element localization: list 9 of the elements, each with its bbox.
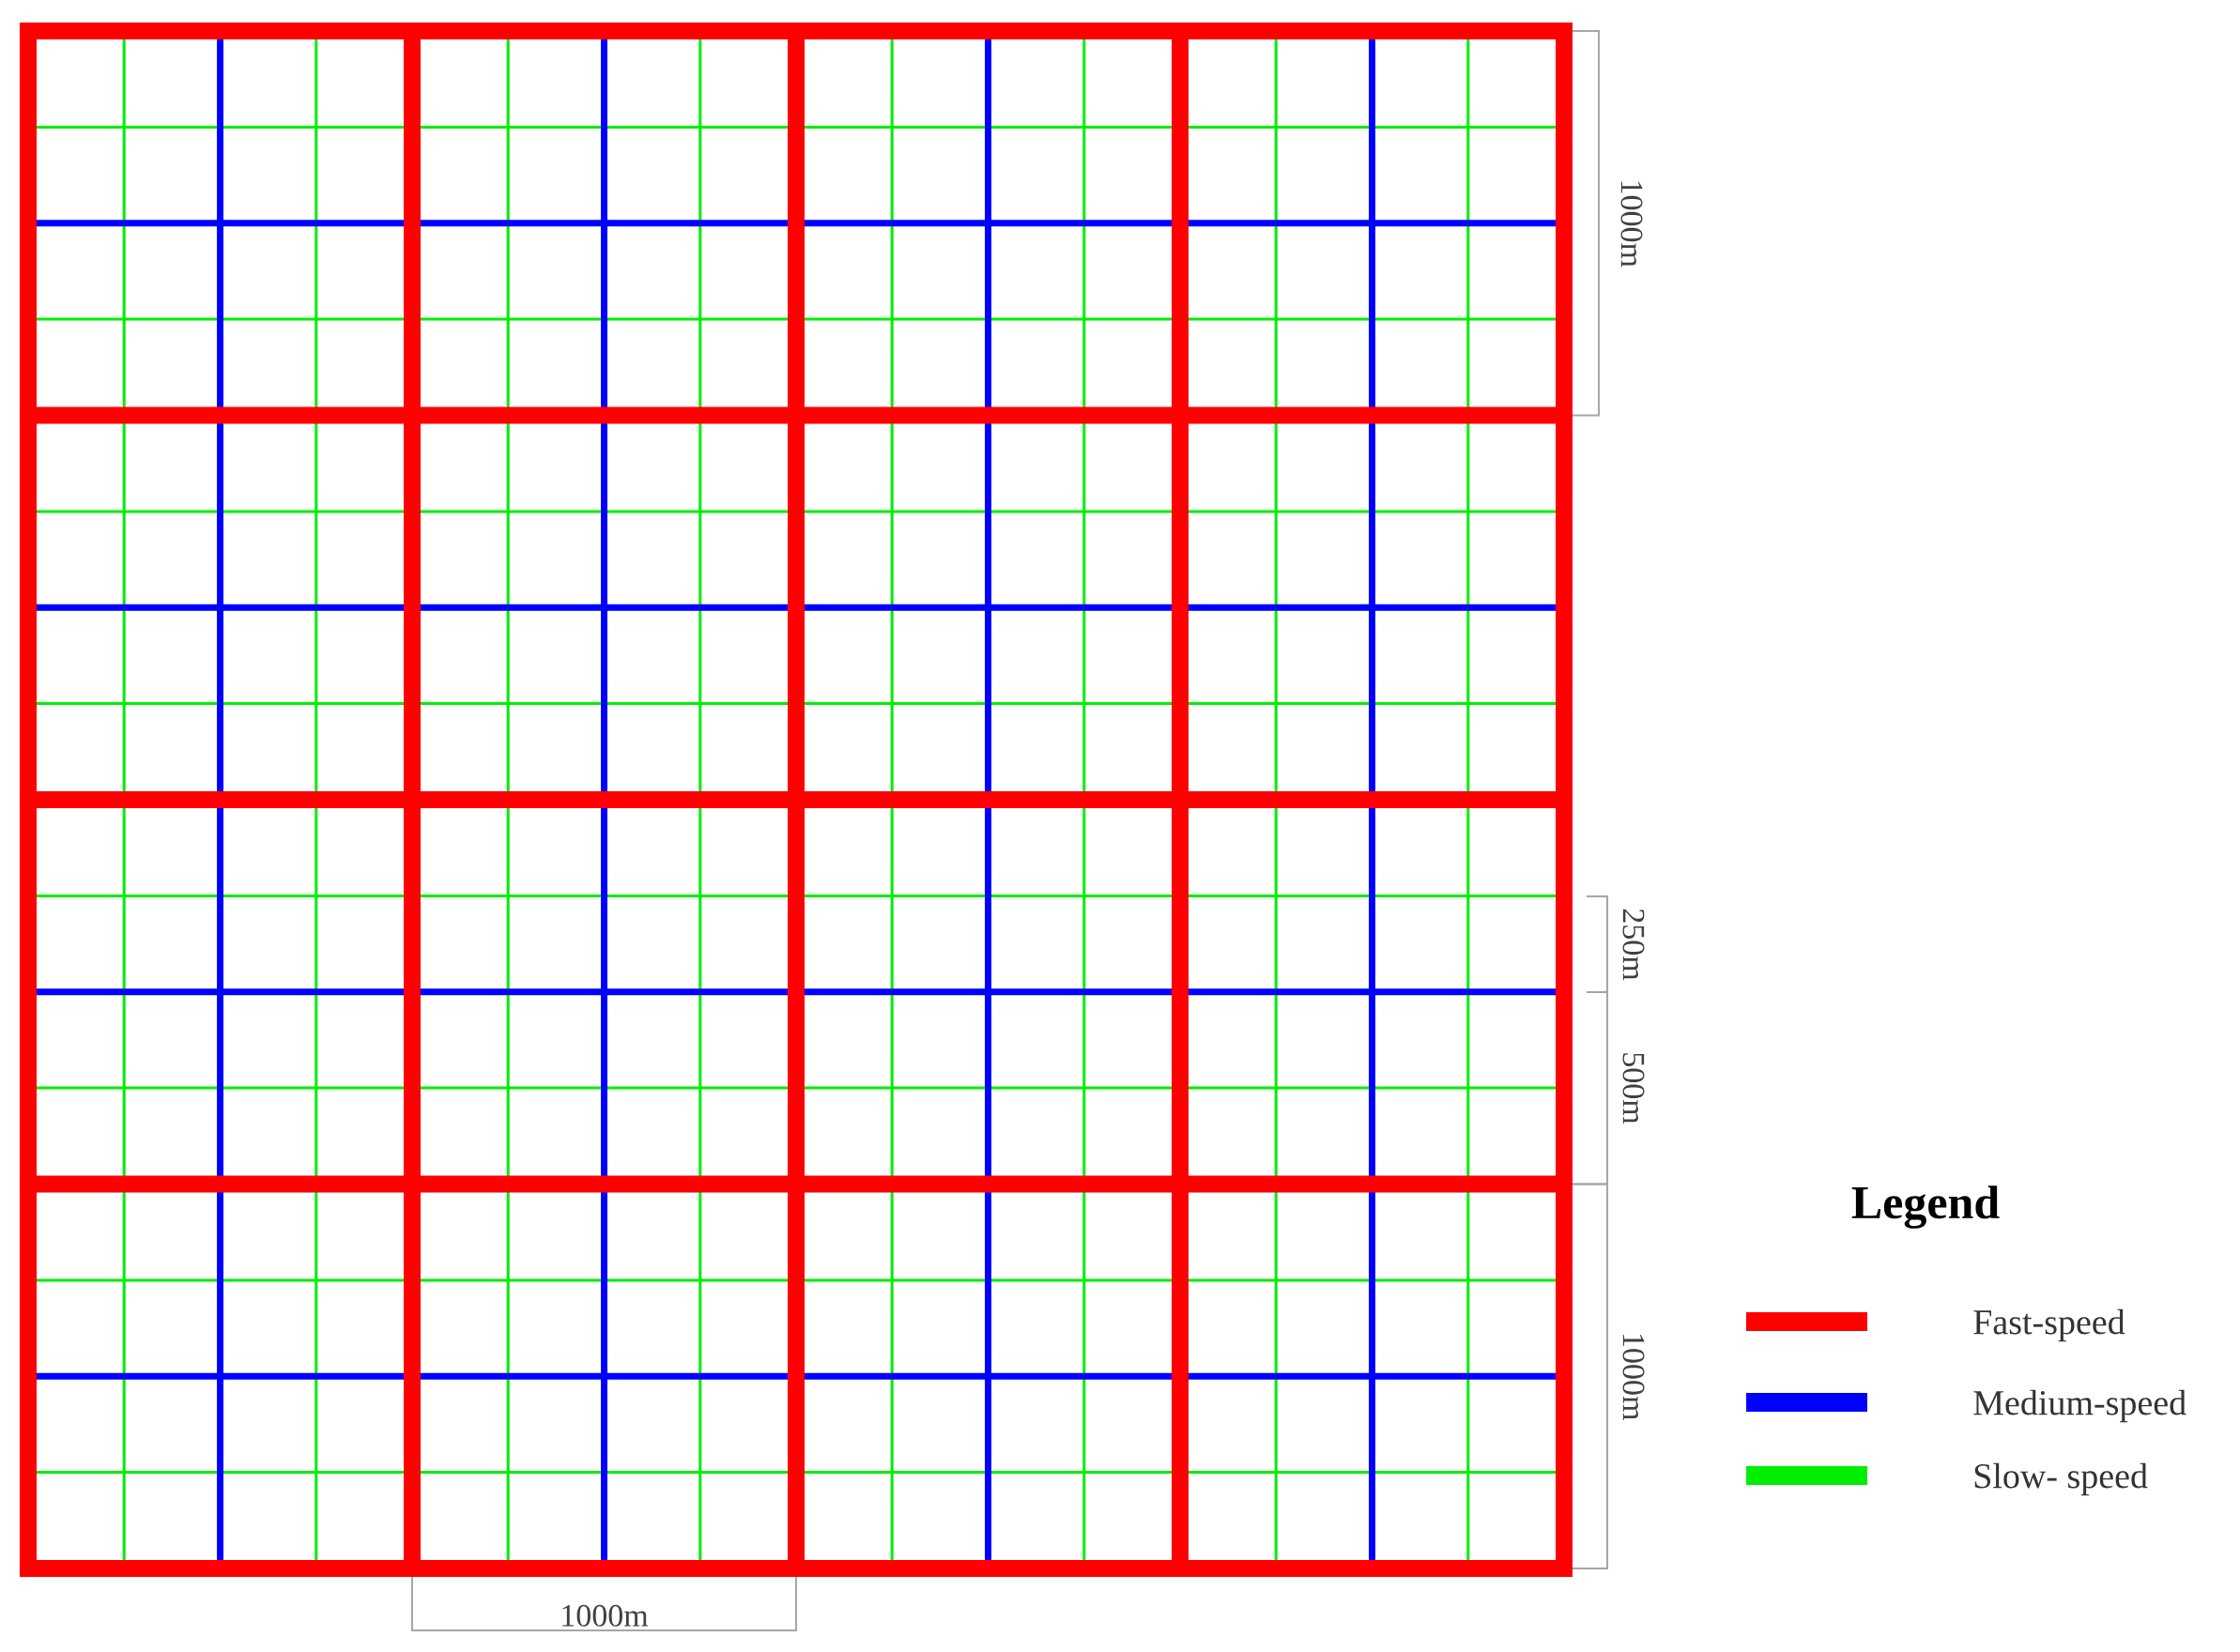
legend-label: Medium-speed [1973, 1389, 2186, 1423]
legend-label: Slow- speed [1974, 1462, 2148, 1496]
legend-title: Legend [1851, 1185, 2000, 1229]
dimension-label: 1000m [1622, 1335, 1645, 1420]
dimension-label: 250m [1622, 909, 1645, 981]
legend-label: Fast-speed [1973, 1308, 2125, 1342]
dimension-label: 500m [1622, 1053, 1645, 1124]
dimension-label: 1000m [1620, 181, 1643, 268]
dimension-label: 1000m [562, 1604, 649, 1627]
